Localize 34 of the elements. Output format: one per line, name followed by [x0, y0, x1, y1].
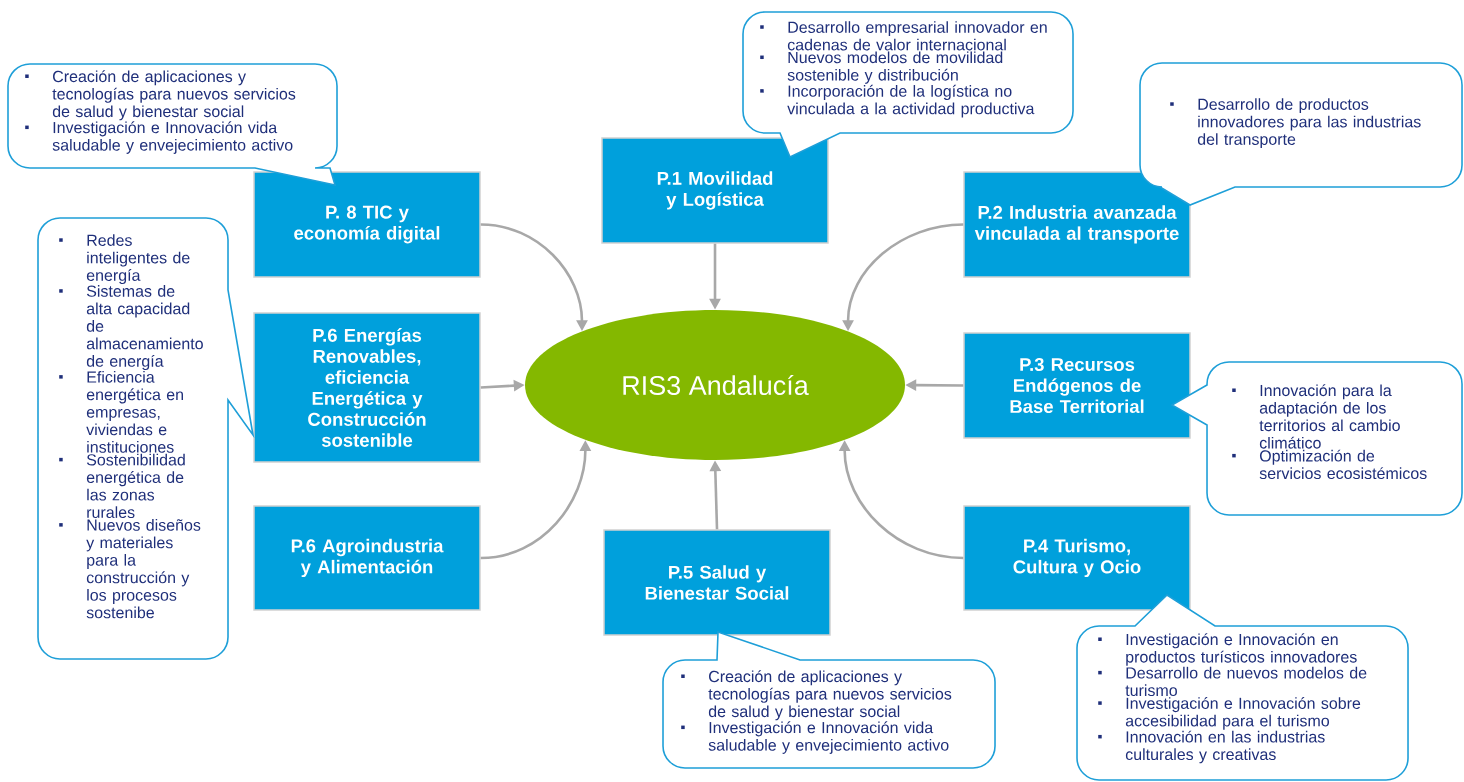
- bullet-item: Nuevos modelos de movilidad sostenible y distribución: [760, 51, 1003, 84]
- bullet-item: Desarrollo de nuevos modelos de turismo: [1098, 666, 1367, 697]
- topic-box: P.2 Industria avanzada vinculada al transporte: [963, 171, 1191, 278]
- bullet-item: Incorporación de la logística no vinculada a la actividad productiva: [760, 84, 1035, 118]
- callout-bubble: [1076, 594, 1409, 781]
- bullet-item: Investigación e Innovación en productos turísticos innovadores: [1098, 633, 1357, 666]
- bullet-item: Desarrollo empresarial innovador en cadenas de valor internacional: [760, 21, 1047, 51]
- topic-box: P.6 Agroindustria y Alimentación: [253, 505, 481, 611]
- topic-box: P.4 Turismo, Cultura y Ocio: [963, 505, 1191, 611]
- bullet-item: Redes inteligentes de energía: [59, 234, 190, 285]
- callout-bubble: [662, 631, 996, 769]
- bullet-item: Investigación e Innovación sobre accesibilidad para el turismo: [1098, 697, 1361, 730]
- callout-bubble: [742, 11, 1074, 158]
- bullet-item: Eficiencia energética en empresas, viviendas e instituciones: [59, 371, 183, 453]
- topic-box: P.6 Energías Renovables, eficiencia Energética y Construcción sostenible: [253, 312, 481, 463]
- bullet-item: Innovación en las industrias culturales y creativas: [1098, 730, 1325, 764]
- bullet-item: Creación de aplicaciones y tecnologías para nuevos servicios de salud y bienestar social: [681, 670, 952, 721]
- bullet-item: Sostenibilidad energética de las zonas rurales: [59, 453, 185, 518]
- callout-bubble: [1139, 62, 1463, 206]
- topic-box: P.3 Recursos Endógenos de Base Territorial: [963, 332, 1191, 439]
- bullet-item: Desarrollo de productos innovadores para las industrias del transporte: [1170, 98, 1421, 149]
- callout-bubble: [1171, 361, 1463, 516]
- topic-box: P. 8 TIC y economía digital: [253, 171, 481, 278]
- bullet-item: Nuevos diseños y materiales para la construcción y los procesos sostenibe: [59, 519, 201, 619]
- bullet-item: Investigación e Innovación vida saludable y envejecimiento activo: [25, 121, 293, 154]
- bullet-item: Investigación e Innovación vida saludable y envejecimiento activo: [681, 721, 949, 754]
- bullet-item: Optimización de servicios ecosistémicos: [1232, 449, 1427, 480]
- callout-bubble: [37, 217, 254, 660]
- topic-box: P.5 Salud y Bienestar Social: [603, 529, 831, 636]
- callout-bubble: [7, 63, 338, 186]
- bullet-item: Sistemas de alta capacidad de almacenamiento de energía: [59, 285, 203, 371]
- bullet-item: Creación de aplicaciones y tecnologías para nuevos servicios de salud y bienestar social: [25, 70, 296, 121]
- topic-box: P.1 Movilidad y Logística: [601, 137, 829, 244]
- bullet-item: Innovación para la adaptación de los territorios al cambio climático: [1232, 384, 1400, 449]
